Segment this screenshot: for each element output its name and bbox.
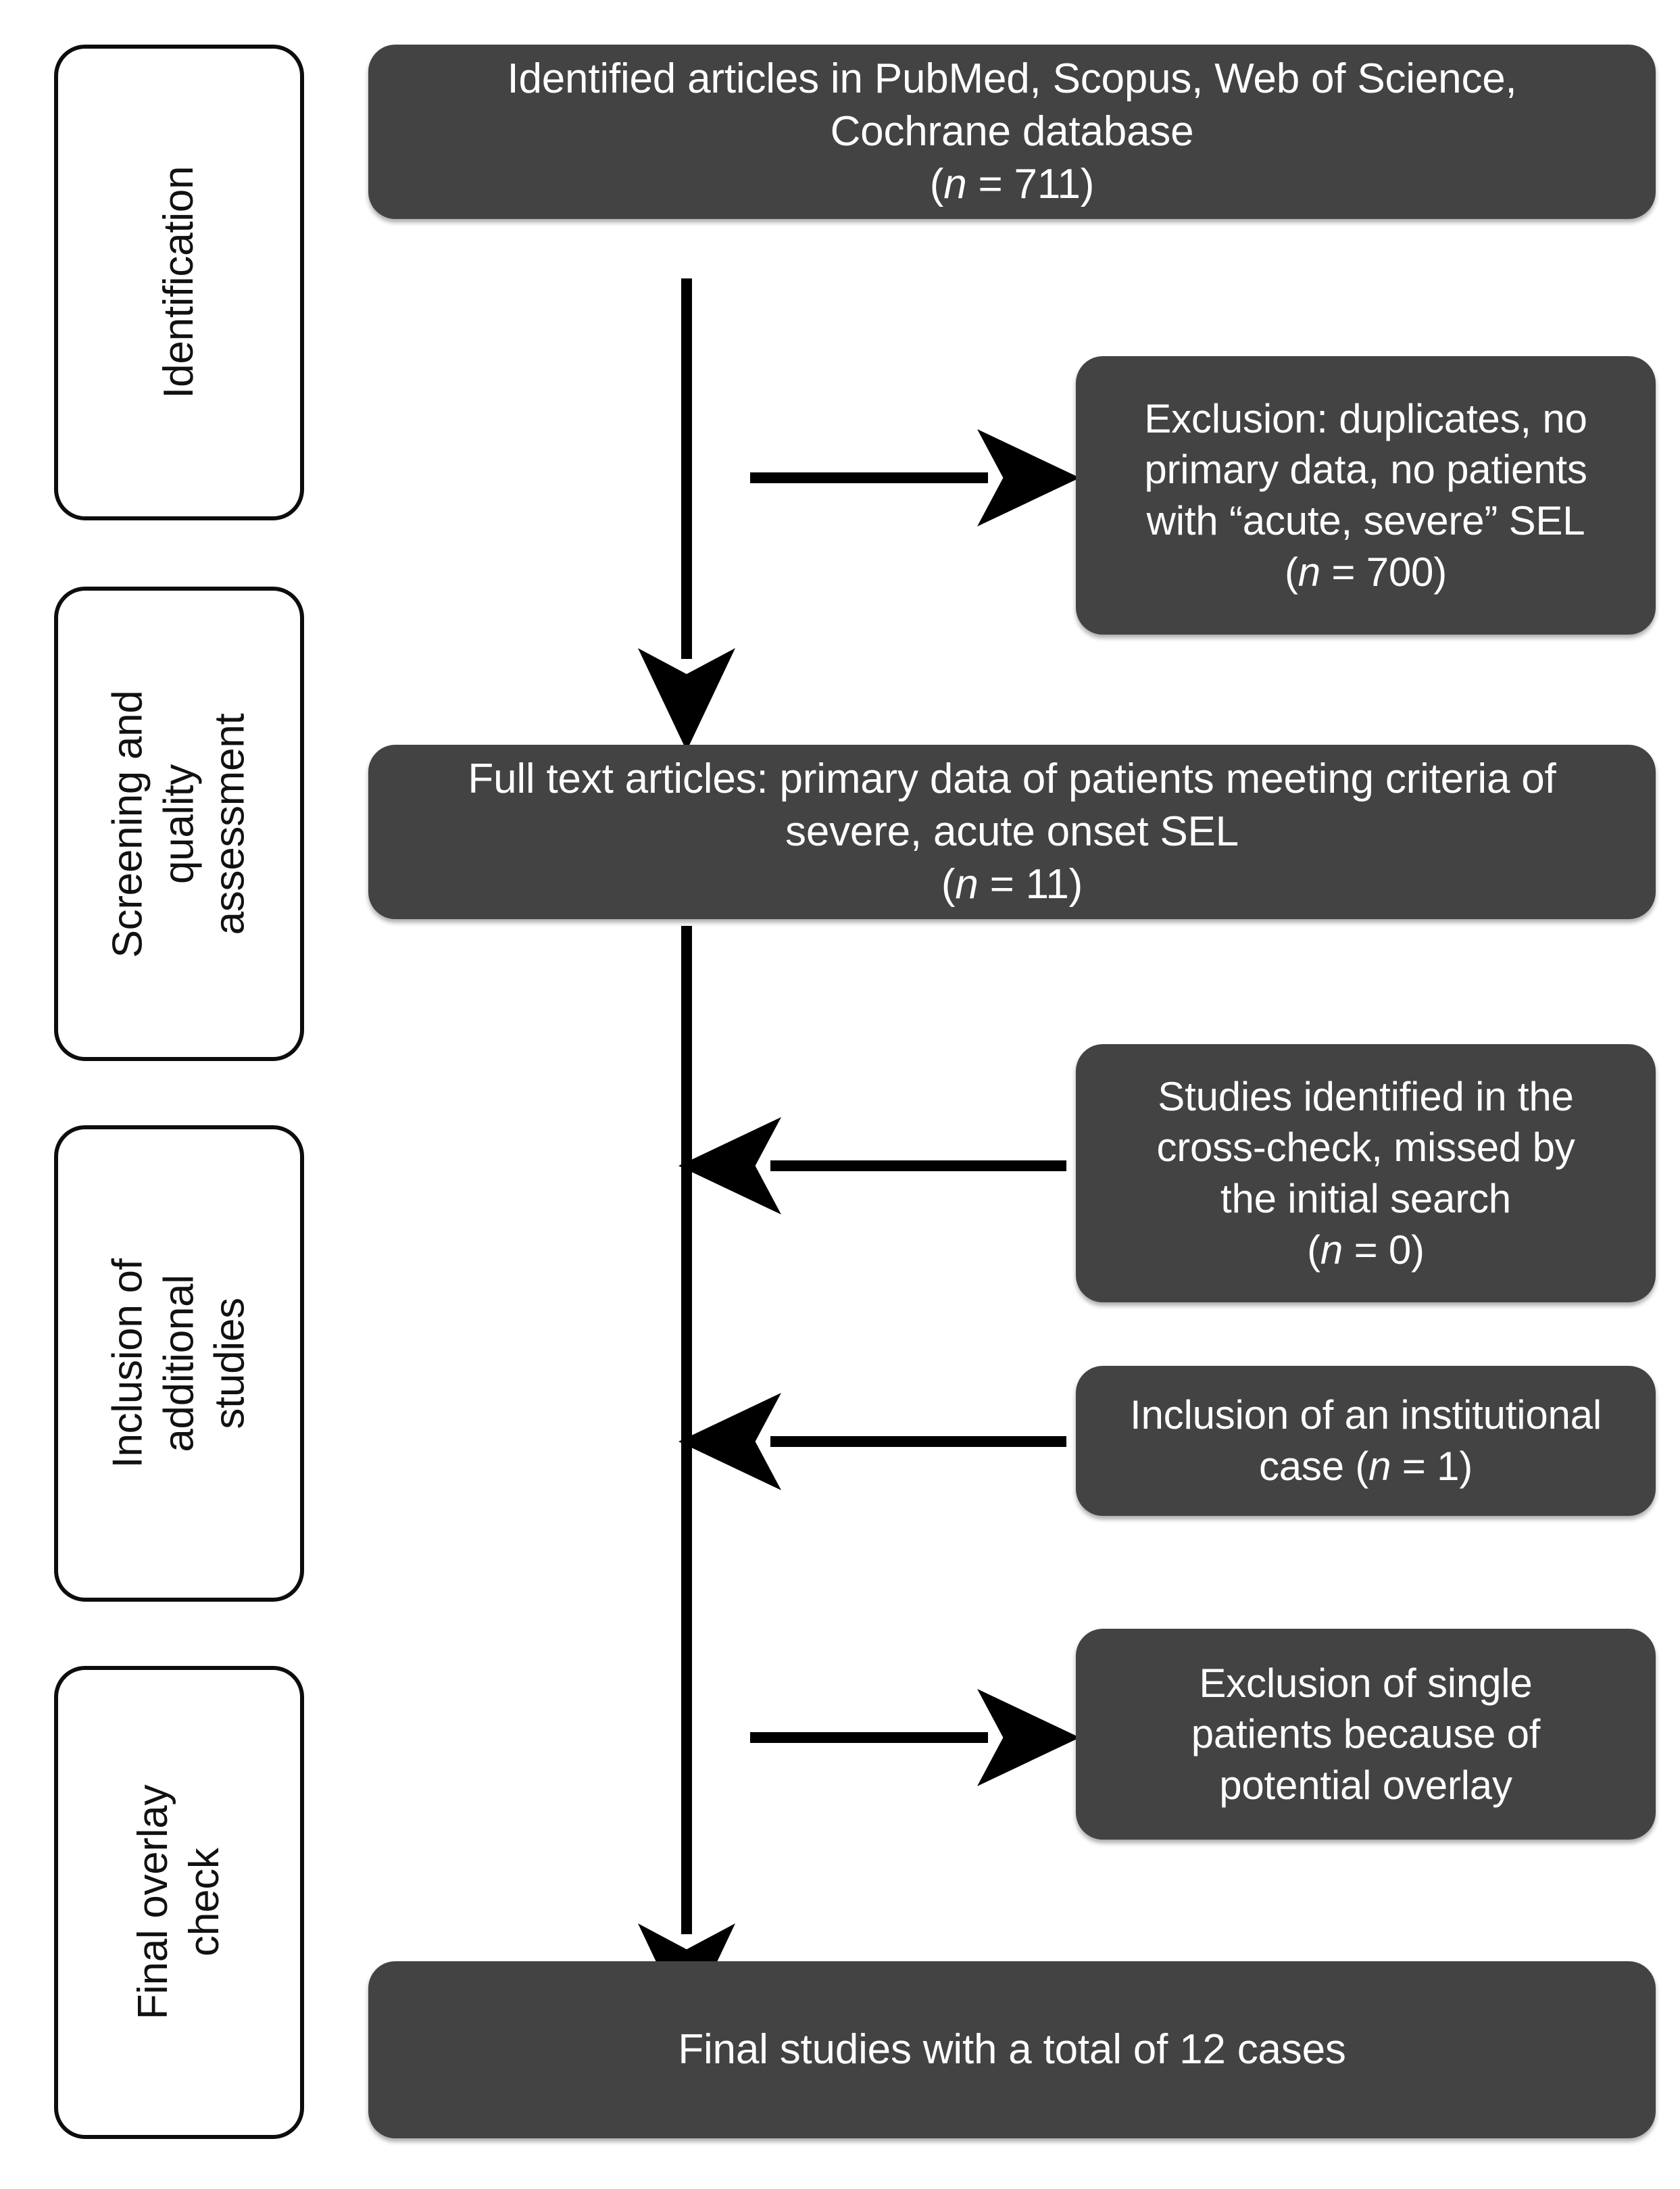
identified-articles-count-symbol: n [943,161,967,208]
stage-label-inclusion-additional-studies: Inclusion of additional studies [104,1258,253,1469]
stage-box-identification[interactable]: Identification [54,45,304,520]
node-full-text-articles-text: Full text articles: primary data of pati… [468,753,1556,911]
stage-label-identification: Identification [155,166,203,399]
cross-check-studies-line3: the initial search [1220,1176,1511,1221]
exclusion-duplicates-count-suffix: = 700) [1320,549,1447,595]
node-exclusion-overlay[interactable]: Exclusion of single patients because of po… [1076,1629,1656,1840]
institutional-case-line2-prefix: case ( [1258,1444,1369,1489]
exclusion-duplicates-count-prefix: ( [1284,549,1298,595]
identified-articles-count-suffix: = 711) [966,161,1095,208]
cross-check-studies-count-symbol: n [1320,1227,1343,1273]
node-exclusion-duplicates[interactable]: Exclusion: duplicates, no primary data, n… [1076,356,1656,635]
stage-label-final-overlay-check: Final overlay check [130,1785,228,2020]
exclusion-overlay-line2: patients because of [1191,1711,1541,1757]
exclusion-duplicates-line1: Exclusion: duplicates, no [1144,395,1587,441]
full-text-articles-count-prefix: ( [941,861,956,908]
exclusion-overlay-line3: potential overlay [1219,1762,1512,1808]
node-final-studies[interactable]: Final studies with a total of 12 cases [368,1961,1656,2138]
node-identified-articles-text: Identified articles in PubMed, Scopus, W… [507,53,1516,211]
identified-articles-count-prefix: ( [929,161,944,208]
cross-check-studies-line1: Studies identified in the [1158,1073,1574,1119]
cross-check-studies-count-suffix: = 0) [1343,1227,1425,1273]
node-full-text-articles[interactable]: Full text articles: primary data of pati… [368,745,1656,919]
node-exclusion-overlay-text: Exclusion of single patients because of po… [1191,1658,1541,1811]
exclusion-duplicates-line2: primary data, no patients [1144,447,1587,493]
institutional-case-line2-suffix: = 1) [1391,1444,1473,1489]
institutional-case-count-symbol: n [1368,1444,1391,1489]
institutional-case-line1: Inclusion of an institutional [1130,1392,1602,1438]
exclusion-duplicates-line3: with “acute, severe” SEL [1146,498,1585,543]
node-institutional-case[interactable]: Inclusion of an institutional case (n = 1… [1076,1366,1656,1516]
node-cross-check-studies[interactable]: Studies identified in the cross-check, mi… [1076,1044,1656,1302]
node-cross-check-studies-text: Studies identified in the cross-check, mi… [1156,1071,1575,1275]
stage-box-final-overlay-check[interactable]: Final overlay check [54,1666,304,2139]
node-institutional-case-text: Inclusion of an institutional case (n = 1… [1130,1389,1602,1492]
stage-label-screening-quality-assessment: Screening and quality assessment [104,690,253,958]
full-text-articles-line1: Full text articles: primary data of pati… [468,755,1556,802]
full-text-articles-count-symbol: n [955,861,979,908]
exclusion-duplicates-count-symbol: n [1298,549,1320,595]
stage-box-screening-quality-assessment[interactable]: Screening and quality assessment [54,587,304,1061]
stage-box-inclusion-additional-studies[interactable]: Inclusion of additional studies [54,1125,304,1602]
full-text-articles-line2: severe, acute onset SEL [785,808,1239,855]
identified-articles-line1: Identified articles in PubMed, Scopus, W… [507,55,1517,102]
node-final-studies-text: Final studies with a total of 12 cases [678,2025,1346,2073]
node-identified-articles[interactable]: Identified articles in PubMed, Scopus, W… [368,45,1656,219]
cross-check-studies-line2: cross-check, missed by [1156,1125,1575,1171]
identified-articles-line2: Cochrane database [830,107,1194,155]
full-text-articles-count-suffix: = 11) [978,861,1083,908]
cross-check-studies-count-prefix: ( [1307,1227,1320,1273]
exclusion-overlay-line1: Exclusion of single [1199,1660,1533,1706]
node-exclusion-duplicates-text: Exclusion: duplicates, no primary data, n… [1144,393,1587,597]
